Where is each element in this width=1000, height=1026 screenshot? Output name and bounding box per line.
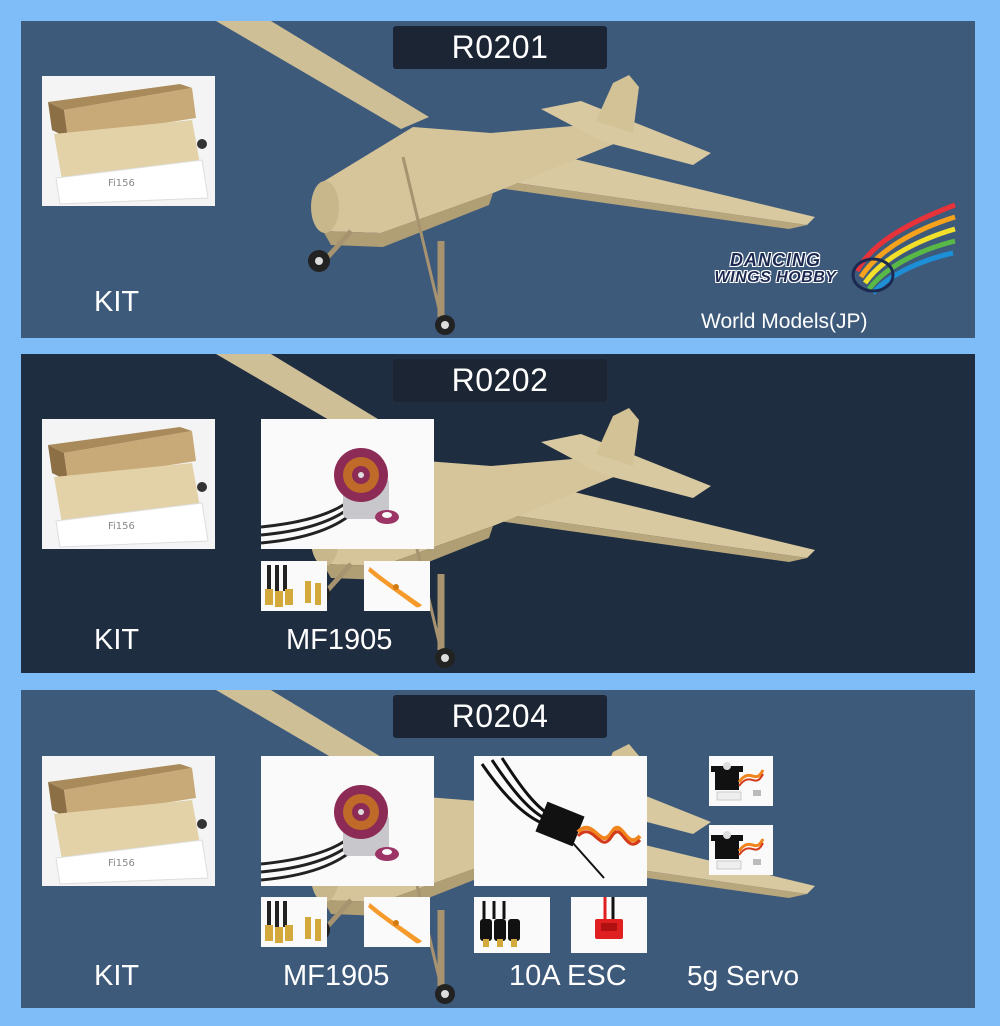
product-panel-r0201: R0201 KIT DANCING WINGS HOBBY World Mode… — [21, 21, 975, 338]
product-panel-r0204: R0204 KIT MF1905 10A ESC 5g Servo — [21, 690, 975, 1008]
esc-motor-plug-image — [474, 897, 550, 953]
wings-logo-icon — [851, 202, 956, 295]
servo-label: 5g Servo — [687, 960, 800, 991]
esc-image — [474, 756, 647, 886]
esc-battery-plug-image — [571, 897, 647, 953]
product-panel-r0202: R0202 KIT MF1905 — [21, 354, 975, 673]
motor-image — [261, 419, 434, 549]
model-title: R0202 — [393, 359, 607, 402]
brand-name: DANCING WINGS HOBBY — [714, 250, 837, 286]
propeller-image — [364, 561, 430, 611]
kit-label: KIT — [94, 624, 140, 656]
servo-image — [709, 825, 773, 875]
brand-logo: DANCING WINGS HOBBY — [693, 201, 958, 301]
source-text: World Models(JP) — [701, 310, 868, 333]
kit-label: KIT — [94, 286, 140, 318]
model-title: R0204 — [393, 695, 607, 738]
motor-image — [261, 756, 434, 886]
esc-label: 10A ESC — [509, 960, 627, 992]
motor-plugs-image — [261, 561, 327, 611]
kit-image — [42, 419, 215, 549]
kit-image — [42, 756, 215, 886]
motor-label: MF1905 — [286, 624, 393, 656]
kit-image — [42, 76, 215, 206]
motor-plugs-image — [261, 897, 327, 947]
kit-label: KIT — [94, 960, 140, 992]
model-title: R0201 — [393, 26, 607, 69]
propeller-image — [364, 897, 430, 947]
motor-label: MF1905 — [283, 960, 390, 992]
servo-image — [709, 756, 773, 806]
